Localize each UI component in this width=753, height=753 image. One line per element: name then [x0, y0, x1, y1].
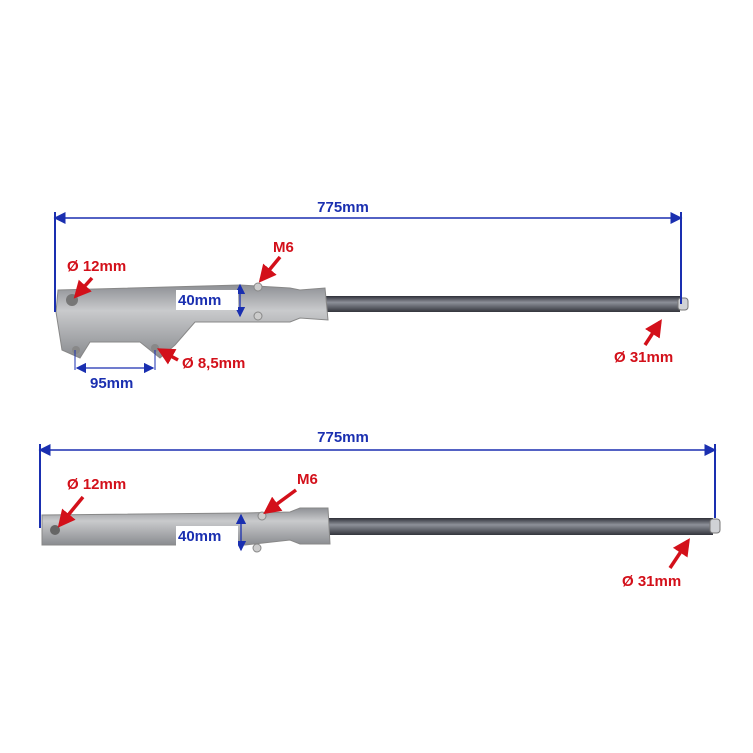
top-fork: 775mm 40mm 95mm Ø 12mm M6 Ø 8,5mm Ø 31mm — [53, 199, 689, 392]
mount-hole — [72, 346, 80, 354]
axle-hole — [50, 525, 60, 535]
bottom-fork: 775mm 40mm Ø 12mm M6 Ø 31mm — [38, 429, 721, 590]
end-cap — [677, 297, 689, 311]
callout-arrow — [668, 538, 690, 569]
callout-arrow — [643, 319, 662, 346]
axle-hole-label: Ø 12mm — [67, 258, 126, 275]
overall-length-label: 775mm — [317, 429, 369, 446]
bolt-thread-label: M6 — [297, 471, 318, 488]
stanchion-tube — [325, 518, 713, 535]
mount-hole-label: Ø 8,5mm — [182, 355, 245, 372]
clamp-spacing-label: 40mm — [178, 292, 221, 309]
clamp-bolt — [253, 311, 263, 321]
callout-arrow — [263, 488, 298, 515]
callout-arrow — [57, 495, 85, 528]
clamp-bolt — [252, 543, 262, 553]
stanchion-tube — [325, 296, 680, 312]
lower-leg-bracket — [55, 284, 329, 359]
tube-diameter-label: Ø 31mm — [622, 573, 681, 590]
clamp-spacing-label: 40mm — [178, 528, 221, 545]
axle-hole-label: Ø 12mm — [67, 476, 126, 493]
end-cap — [709, 518, 721, 534]
overall-length-label: 775mm — [317, 199, 369, 216]
mount-spacing-label: 95mm — [90, 375, 133, 392]
bolt-thread-label: M6 — [273, 239, 294, 256]
tube-diameter-label: Ø 31mm — [614, 349, 673, 366]
clamp-bolt — [257, 511, 267, 521]
callout-arrow — [258, 255, 282, 283]
clamp-bolt — [253, 282, 263, 292]
callout-arrow — [73, 276, 94, 299]
callout-arrow — [156, 348, 179, 365]
